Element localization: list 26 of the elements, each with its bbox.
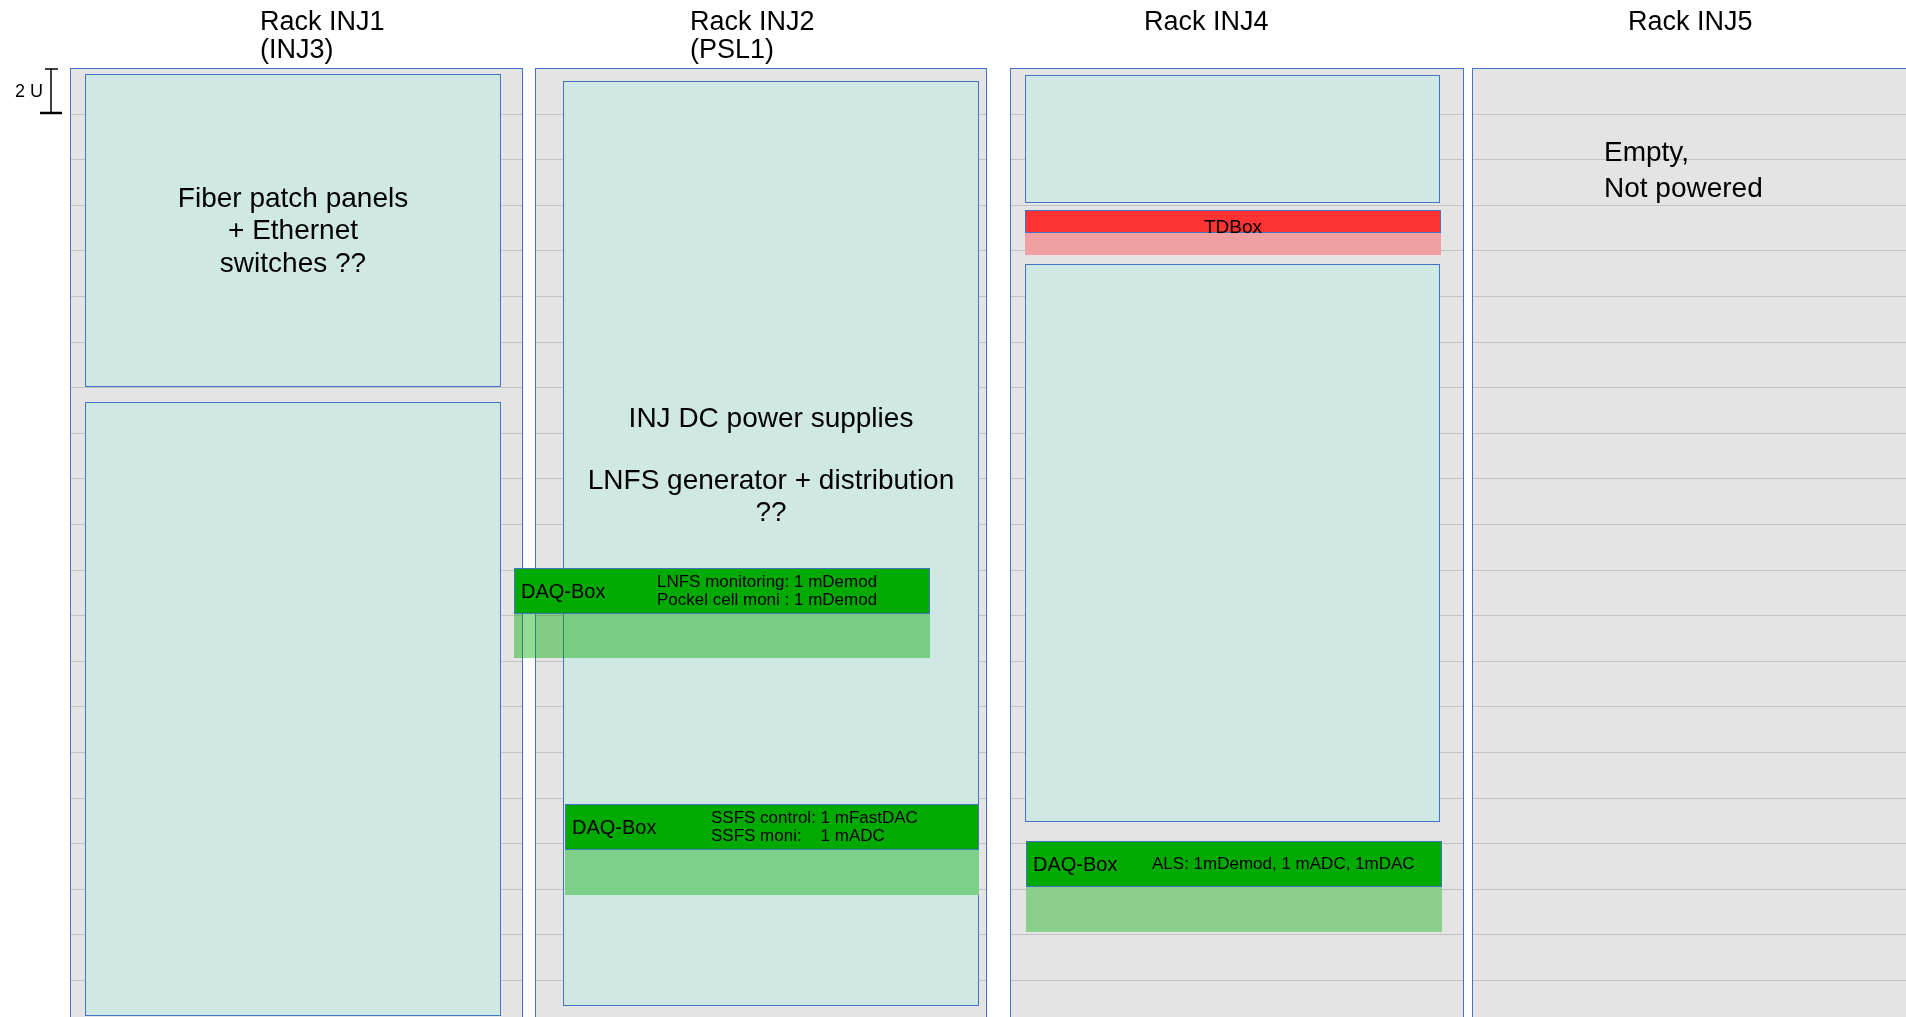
module-name: DAQ-Box	[572, 817, 657, 837]
equipment-box	[85, 74, 501, 387]
dimension-label: 2 U	[15, 81, 43, 102]
module-detail: LNFS monitoring: 1 mDemod	[657, 573, 878, 591]
daq-module	[1025, 210, 1441, 255]
equipment-box	[1025, 75, 1440, 203]
rack-heading: Rack INJ4	[1144, 7, 1270, 36]
equipment-label: Fiber patch panels + Ethernet switches ??	[176, 182, 410, 279]
daq-module	[1026, 841, 1442, 932]
rack-note: Empty,	[1604, 135, 1691, 169]
rack-heading: Rack INJ5	[1628, 7, 1754, 36]
module-name: DAQ-Box	[521, 581, 606, 601]
rack-heading: Rack INJ1 (INJ3)	[260, 7, 386, 64]
rack-heading: Rack INJ2 (PSL1)	[690, 7, 816, 64]
daq-module	[565, 804, 979, 895]
rack-note: Not powered	[1604, 171, 1764, 205]
module-detail: SSFS moni: 1 mADC	[711, 827, 886, 845]
module-detail: ALS: 1mDemod, 1 mADC, 1mDAC	[1152, 855, 1415, 873]
equipment-box	[1025, 264, 1440, 822]
equipment-label: INJ DC power supplies	[627, 402, 915, 435]
equipment-box	[85, 402, 501, 1016]
module-detail: Pockel cell moni : 1 mDemod	[657, 591, 878, 609]
equipment-label: LNFS generator + distribution ??	[586, 464, 956, 529]
module-name: DAQ-Box	[1033, 854, 1118, 874]
module-detail: SSFS control: 1 mFastDAC	[711, 809, 918, 827]
module-name: TDBox	[1203, 217, 1263, 236]
